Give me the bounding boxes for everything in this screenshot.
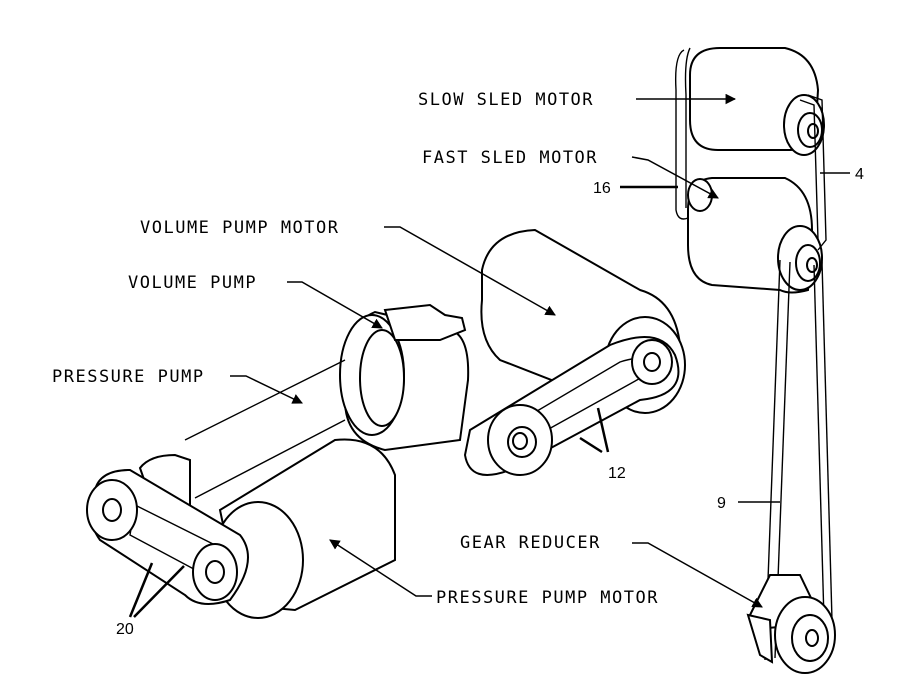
label-fast-sled-motor: FAST SLED MOTOR bbox=[422, 148, 598, 168]
belt-20 bbox=[86, 468, 249, 605]
slow-sled-motor bbox=[689, 47, 825, 156]
volume-pump bbox=[339, 303, 470, 452]
callout-12: 12 bbox=[608, 465, 626, 482]
label-pressure-pump: PRESSURE PUMP bbox=[52, 367, 205, 387]
belt-12 bbox=[463, 336, 680, 476]
label-volume-pump: VOLUME PUMP bbox=[128, 273, 257, 293]
gear-reducer bbox=[746, 574, 836, 674]
callout-9: 9 bbox=[717, 495, 726, 512]
callout-4: 4 bbox=[855, 166, 864, 183]
fast-sled-motor bbox=[687, 177, 823, 294]
sled-motor-assembly bbox=[674, 47, 827, 294]
callout-20: 20 bbox=[116, 621, 134, 638]
pressure-pump-motor bbox=[212, 438, 396, 619]
label-gear-reducer: GEAR REDUCER bbox=[460, 533, 601, 553]
label-slow-sled-motor: SLOW SLED MOTOR bbox=[418, 90, 594, 110]
callout-16: 16 bbox=[593, 180, 611, 197]
label-volume-pump-motor: VOLUME PUMP MOTOR bbox=[140, 218, 340, 238]
label-pressure-pump-motor: PRESSURE PUMP MOTOR bbox=[436, 588, 659, 608]
